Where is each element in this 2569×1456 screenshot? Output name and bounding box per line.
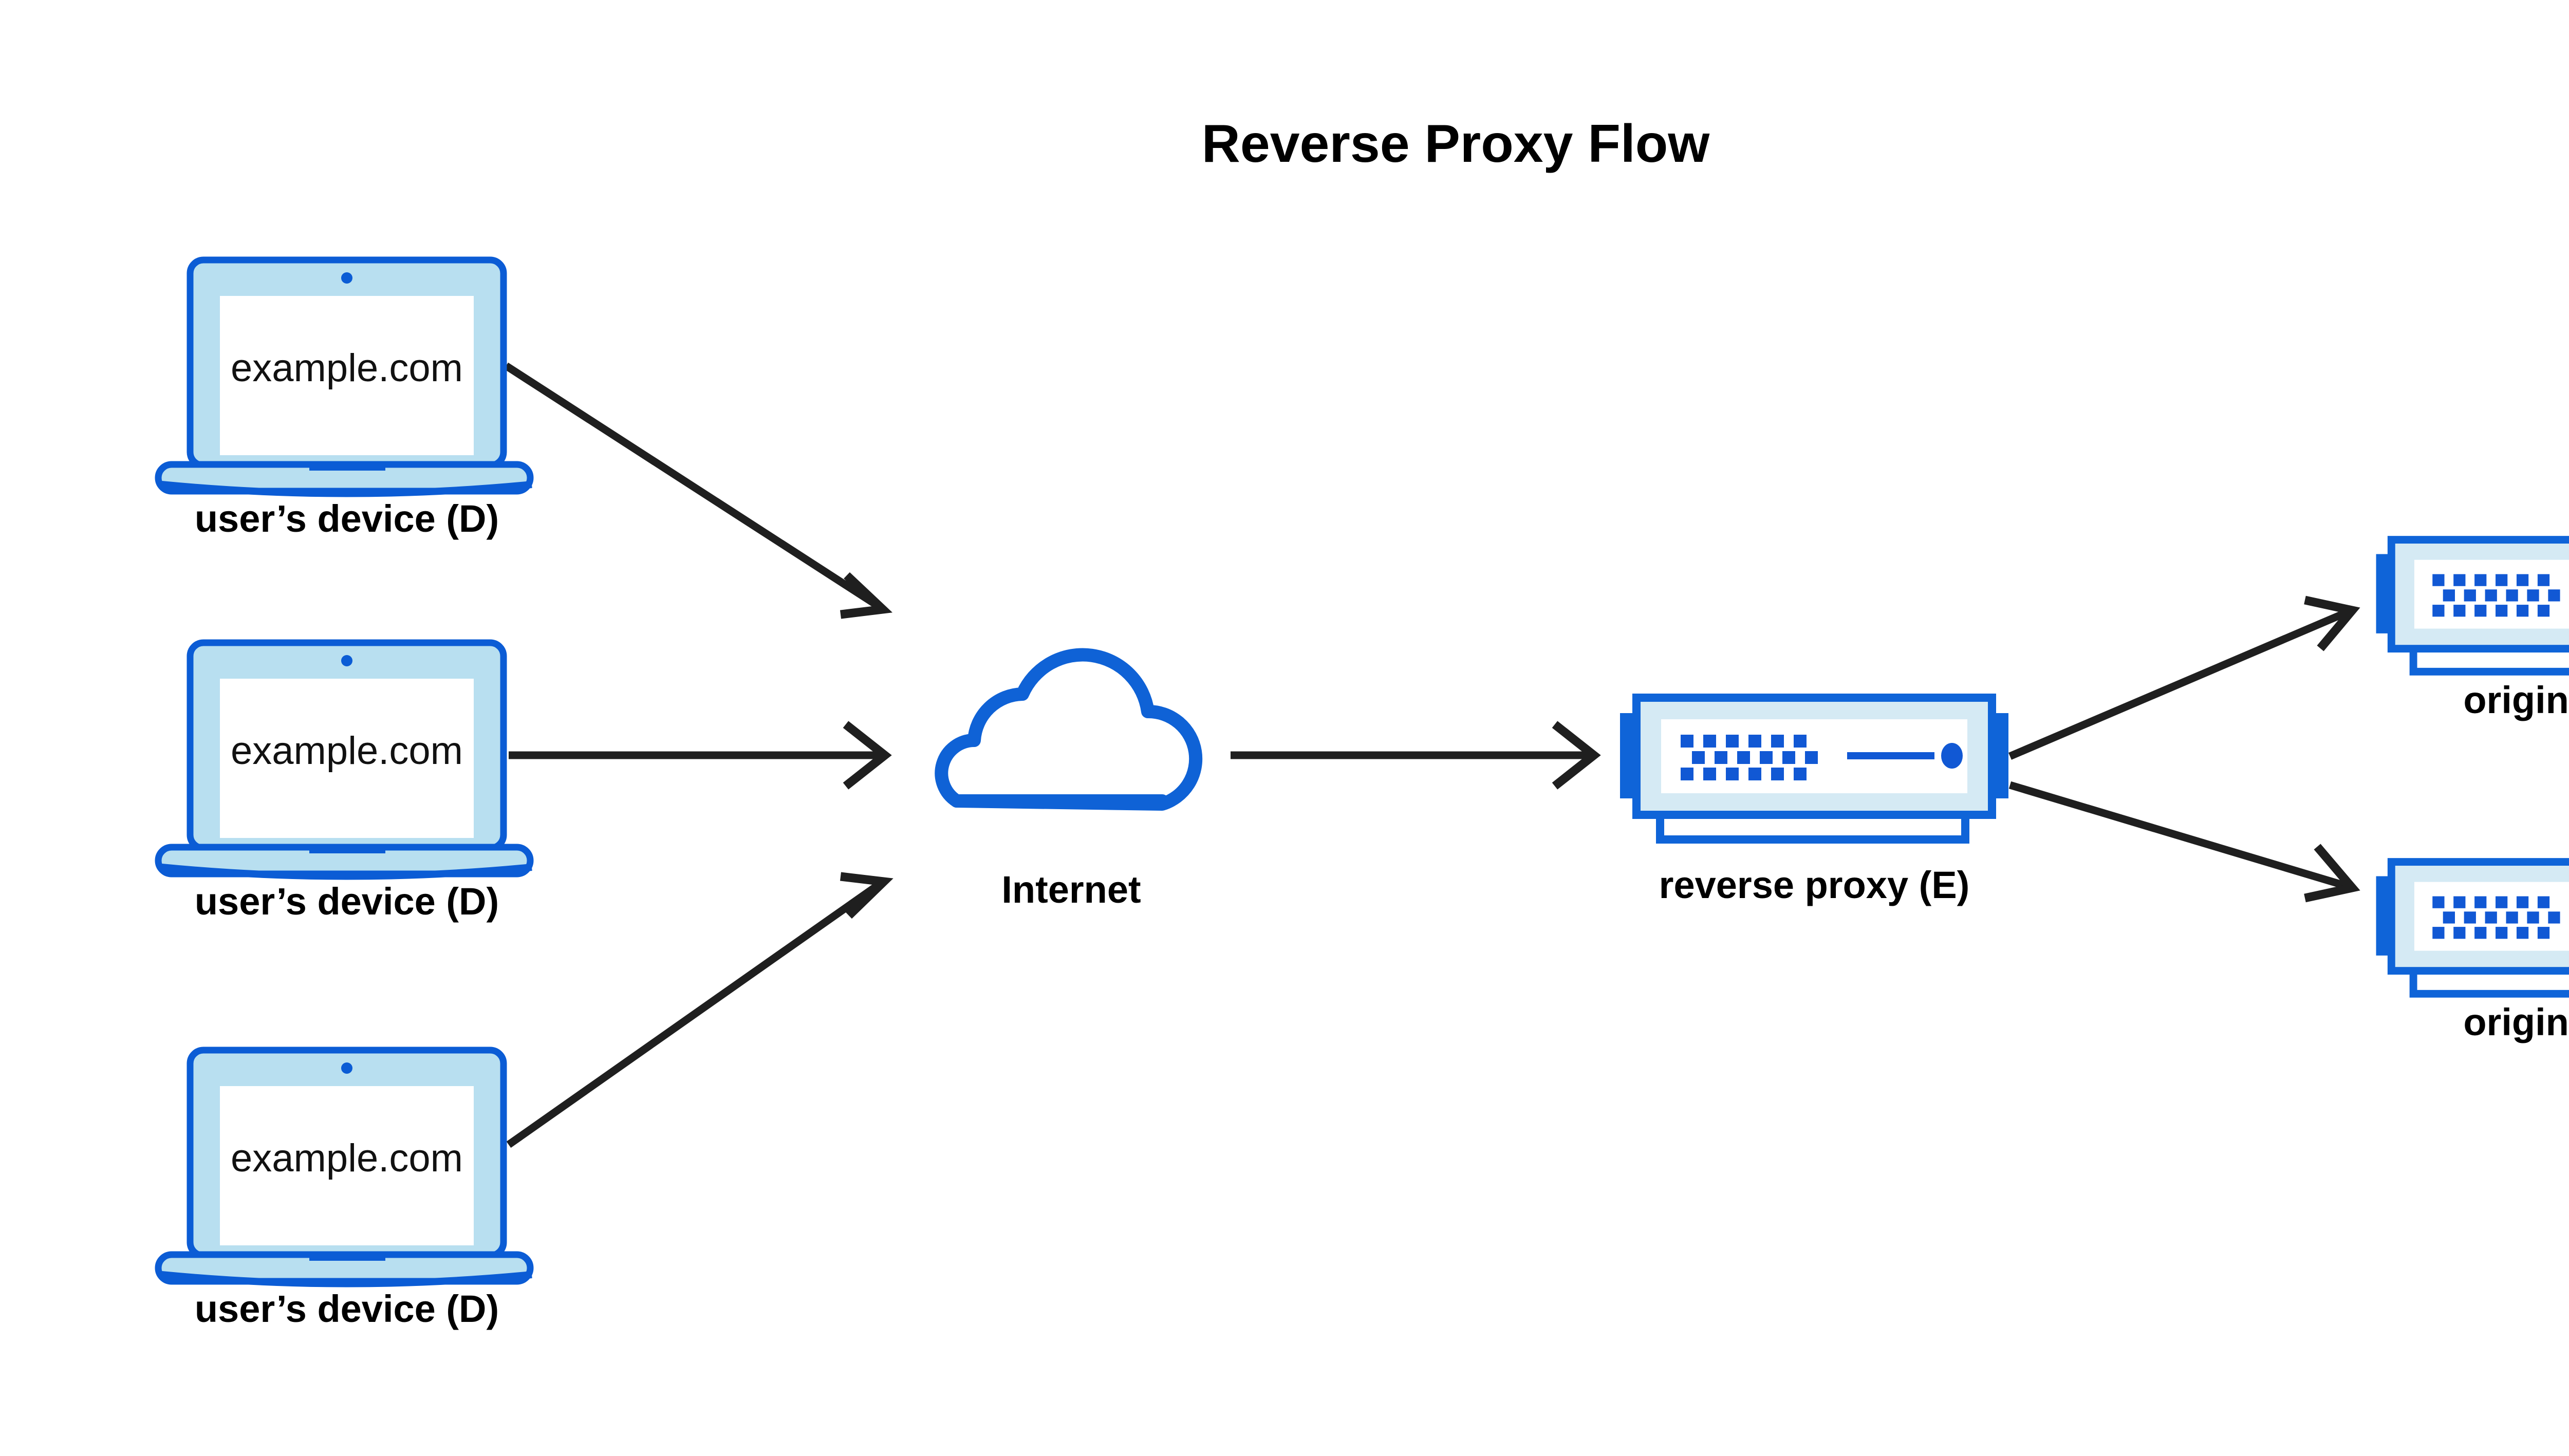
client-middle-screen-text: example.com [231,729,463,773]
connector-client-bottom-to-internet [506,872,893,1148]
client-top-label: user’s device (D) [195,497,499,540]
connector-client-middle-to-internet [509,721,892,790]
server-icon [2376,862,2569,994]
client-middle-label: user’s device (D) [195,880,499,923]
internet-label: Internet [1001,868,1141,911]
cloud-icon [941,655,1196,804]
node-internet[interactable]: Internet [941,655,1196,911]
node-client-middle[interactable]: example.com user’s device (D) [158,643,532,923]
connector-group [504,362,2360,1148]
connector-internet-to-proxy [1231,721,1601,790]
connector-proxy-to-origin-bottom [2008,781,2360,903]
node-client-bottom[interactable]: example.com user’s device (D) [158,1050,532,1330]
node-reverse-proxy[interactable]: reverse proxy (E) [1620,698,2008,906]
node-origin-top[interactable]: origin server (F) [2376,540,2569,721]
connector-proxy-to-origin-top [2008,595,2360,760]
client-top-screen-text: example.com [231,346,463,390]
server-icon [2376,540,2569,672]
client-bottom-label: user’s device (D) [195,1287,499,1330]
page-title: Reverse Proxy Flow [1202,114,1710,174]
connector-client-top-to-internet [504,362,893,619]
reverse-proxy-label: reverse proxy (E) [1659,864,1970,906]
server-icon [1620,698,2008,839]
origin-bottom-label: origin server (F) [2463,1001,2569,1043]
node-origin-bottom[interactable]: origin server (F) [2376,862,2569,1043]
origin-top-label: origin server (F) [2463,679,2569,721]
node-client-top[interactable]: example.com user’s device (D) [158,260,532,540]
client-bottom-screen-text: example.com [231,1136,463,1180]
